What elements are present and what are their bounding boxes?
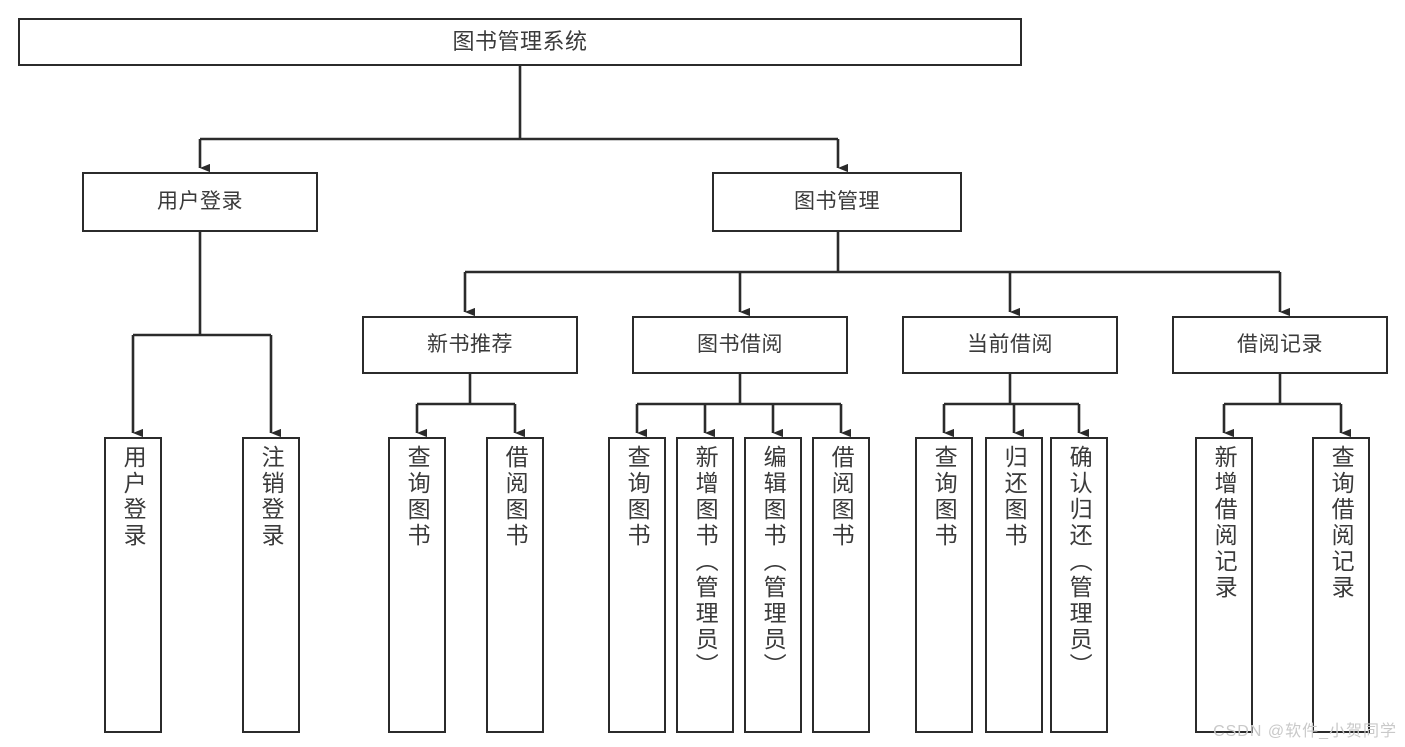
node-leaf-user-login[interactable]: 用户登录 (104, 437, 162, 733)
node-leaf-borrow-book-2-label: 借阅图书 (828, 445, 855, 549)
node-book-borrow-label: 图书借阅 (697, 332, 783, 356)
node-leaf-query-book-3-label: 查询图书 (931, 445, 958, 549)
node-leaf-logout-label: 注销登录 (258, 445, 285, 549)
node-leaf-user-login-label: 用户登录 (120, 445, 147, 549)
node-current-borrow[interactable]: 当前借阅 (902, 316, 1118, 374)
node-leaf-confirm-return[interactable]: 确认归还（管理员） (1050, 437, 1108, 733)
node-book-manage-label: 图书管理 (794, 189, 880, 213)
node-leaf-add-record[interactable]: 新增借阅记录 (1195, 437, 1253, 733)
node-leaf-edit-book-label: 编辑图书（管理员） (760, 445, 787, 679)
node-current-borrow-label: 当前借阅 (967, 332, 1053, 356)
node-leaf-query-record[interactable]: 查询借阅记录 (1312, 437, 1370, 733)
node-user-login-label: 用户登录 (157, 189, 243, 213)
node-leaf-logout[interactable]: 注销登录 (242, 437, 300, 733)
node-root-label: 图书管理系统 (452, 29, 588, 55)
node-leaf-confirm-return-label: 确认归还（管理员） (1066, 445, 1093, 679)
node-leaf-borrow-book-1-label: 借阅图书 (502, 445, 529, 549)
node-new-book-recommend-label: 新书推荐 (427, 332, 513, 356)
node-borrow-record[interactable]: 借阅记录 (1172, 316, 1388, 374)
node-leaf-add-record-label: 新增借阅记录 (1211, 445, 1238, 601)
node-leaf-borrow-book-2[interactable]: 借阅图书 (812, 437, 870, 733)
node-leaf-add-book-label: 新增图书（管理员） (692, 445, 719, 679)
node-leaf-borrow-book-1[interactable]: 借阅图书 (486, 437, 544, 733)
node-leaf-edit-book[interactable]: 编辑图书（管理员） (744, 437, 802, 733)
node-leaf-query-record-label: 查询借阅记录 (1328, 445, 1355, 601)
node-leaf-query-book-2[interactable]: 查询图书 (608, 437, 666, 733)
node-leaf-return-book-label: 归还图书 (1001, 445, 1028, 549)
node-new-book-recommend[interactable]: 新书推荐 (362, 316, 578, 374)
node-book-borrow[interactable]: 图书借阅 (632, 316, 848, 374)
node-leaf-query-book-1[interactable]: 查询图书 (388, 437, 446, 733)
node-book-manage[interactable]: 图书管理 (712, 172, 962, 232)
node-leaf-query-book-3[interactable]: 查询图书 (915, 437, 973, 733)
node-borrow-record-label: 借阅记录 (1237, 332, 1323, 356)
node-leaf-return-book[interactable]: 归还图书 (985, 437, 1043, 733)
node-root[interactable]: 图书管理系统 (18, 18, 1022, 66)
node-leaf-add-book[interactable]: 新增图书（管理员） (676, 437, 734, 733)
node-user-login[interactable]: 用户登录 (82, 172, 318, 232)
node-leaf-query-book-2-label: 查询图书 (624, 445, 651, 549)
node-leaf-query-book-1-label: 查询图书 (404, 445, 431, 549)
